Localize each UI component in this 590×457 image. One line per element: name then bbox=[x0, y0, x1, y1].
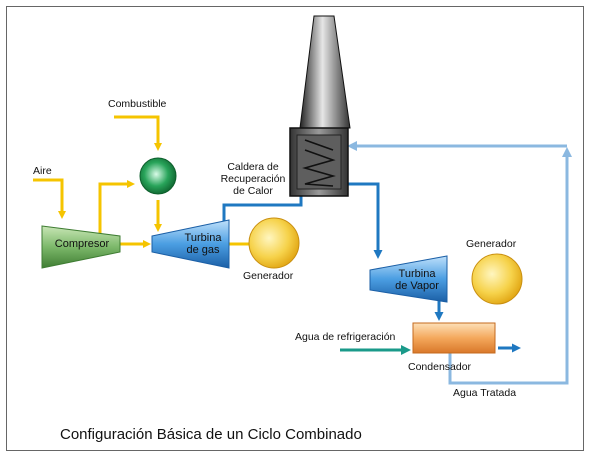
label-generador-2: Generador bbox=[466, 238, 517, 250]
label-agua-tratada: Agua Tratada bbox=[453, 387, 517, 399]
diagram-caption: Configuración Básica de un Ciclo Combina… bbox=[60, 426, 362, 443]
caldera-line2: Recuperación bbox=[220, 173, 286, 185]
turbina-gas-line2: de gas bbox=[186, 244, 220, 256]
stack bbox=[299, 15, 351, 129]
turbina-vapor-line1: Turbina bbox=[398, 268, 436, 280]
caldera-line1: Caldera de bbox=[227, 161, 279, 173]
turbina-vapor-line2: de Vapor bbox=[395, 280, 439, 292]
steam-line bbox=[347, 182, 521, 353]
label-agua-refrigeracion: Agua de refrigeración bbox=[295, 331, 396, 343]
label-aire: Aire bbox=[33, 165, 52, 177]
steam-generator bbox=[471, 253, 523, 305]
fuel-air-lines bbox=[33, 115, 249, 248]
treated-water-return-line bbox=[347, 141, 572, 385]
label-turbina-vapor: Turbina de Vapor bbox=[388, 268, 446, 292]
combustion-chamber bbox=[139, 157, 177, 195]
label-caldera: Caldera de Recuperación de Calor bbox=[212, 161, 294, 197]
condenser bbox=[412, 322, 496, 354]
label-compresor: Compresor bbox=[54, 238, 110, 250]
label-turbina-gas: Turbina de gas bbox=[178, 232, 228, 256]
caldera-line3: de Calor bbox=[233, 185, 273, 197]
boiler-inner bbox=[296, 134, 342, 190]
boiler-coil bbox=[302, 149, 336, 187]
diagram-frame bbox=[6, 6, 584, 451]
gas-turbine bbox=[151, 219, 230, 269]
compressor bbox=[41, 225, 121, 269]
gas-generator bbox=[248, 217, 300, 269]
boiler-coil-top bbox=[304, 139, 334, 151]
label-generador-1: Generador bbox=[243, 270, 294, 282]
turbina-gas-line1: Turbina bbox=[184, 232, 222, 244]
steam-turbine bbox=[369, 255, 448, 303]
label-combustible: Combustible bbox=[108, 98, 167, 110]
label-condensador: Condensador bbox=[408, 361, 472, 373]
